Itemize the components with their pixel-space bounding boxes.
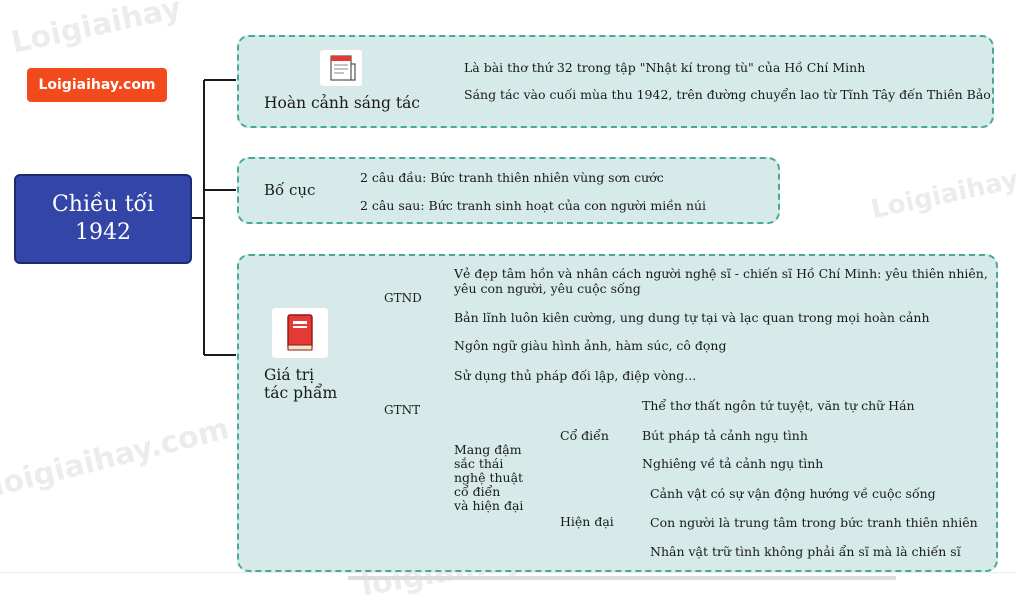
root-node: Chiều tối 1942 — [14, 174, 192, 264]
list-item: Ngôn ngữ giàu hình ảnh, hàm súc, cô đọng — [454, 338, 727, 353]
list-item: 2 câu đầu: Bức tranh thiên nhiên vùng sơ… — [360, 170, 664, 185]
gtnt-label: GTNT — [384, 403, 421, 417]
section-bo-cuc — [237, 157, 780, 224]
gtnd-label: GTND — [384, 291, 422, 305]
list-item: Sáng tác vào cuối mùa thu 1942, trên đườ… — [464, 87, 991, 102]
brand-badge[interactable]: Loigiaihay.com — [27, 68, 167, 102]
section-title: Hoàn cảnh sáng tác — [264, 94, 420, 112]
list-item: Bút pháp tả cảnh ngụ tình — [642, 428, 808, 443]
divider — [0, 572, 1016, 573]
scrollbar[interactable] — [348, 576, 896, 580]
list-item: yêu con người, yêu cuộc sống — [454, 281, 641, 296]
section-title-line1: Giá trị — [264, 366, 315, 384]
list-item: Sử dụng thủ pháp đối lập, điệp vòng... — [454, 368, 697, 383]
list-item: Cảnh vật có sự vận động hướng về cuộc số… — [650, 486, 936, 501]
list-item: Vẻ đẹp tâm hồn và nhân cách người nghệ s… — [454, 266, 988, 281]
list-item: Là bài thơ thứ 32 trong tập "Nhật kí tro… — [464, 60, 866, 75]
hien-dai-label: Hiện đại — [560, 514, 614, 529]
list-item: Nghiêng về tả cảnh ngụ tình — [642, 456, 824, 471]
book-icon — [272, 308, 328, 358]
root-year: 1942 — [75, 220, 131, 245]
root-title: Chiều tối — [51, 192, 155, 217]
list-item: Thể thơ thất ngôn tứ tuyệt, văn tự chữ H… — [642, 398, 915, 413]
list-item: 2 câu sau: Bức tranh sinh hoạt của con n… — [360, 198, 707, 213]
section-title: Bố cục — [264, 181, 316, 199]
section-title-line2: tác phẩm — [264, 384, 338, 402]
list-item: Bản lĩnh luôn kiên cường, ung dung tự tạ… — [454, 310, 930, 325]
section-gia-tri — [237, 254, 998, 572]
mang-dam-label: Mang đậm sắc thái nghệ thuật cổ điển và … — [454, 442, 524, 513]
co-dien-label: Cổ điển — [560, 428, 609, 443]
list-item: Nhân vật trữ tình không phải ẩn sĩ mà là… — [650, 544, 961, 559]
section-hoan-canh — [237, 35, 994, 128]
newspaper-icon — [320, 50, 362, 86]
list-item: Con người là trung tâm trong bức tranh t… — [650, 515, 978, 530]
